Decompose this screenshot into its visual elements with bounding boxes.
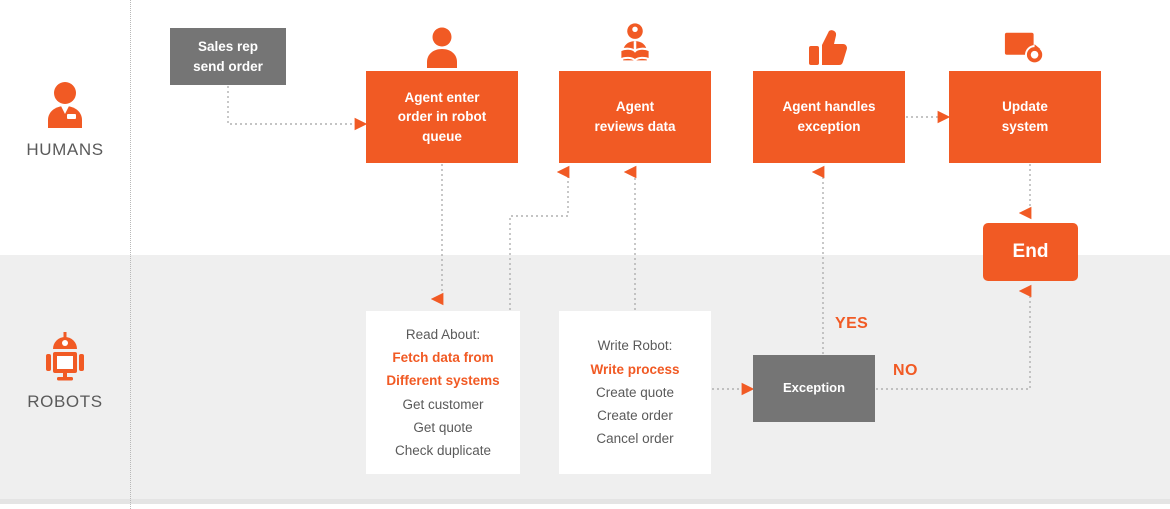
node-agent-enter-line1: Agent enter [404,89,480,105]
list-item: Different systems [386,373,500,389]
screen-refresh-icon [1004,32,1045,65]
lane-header-humans: HUMANS [0,80,130,160]
node-sales-rep-label: Sales rep send order [185,37,271,76]
node-agent-reviews-data[interactable]: Agent reviews data [559,71,711,163]
list-item: Fetch data from [392,350,494,366]
list-item: Get quote [413,419,473,435]
person-icon [48,82,82,128]
card-write-robot[interactable]: Write Robot: Write process Create quote … [559,311,711,474]
node-update-system-label: Update system [994,97,1057,136]
node-agent-enter-order[interactable]: Agent enter order in robot queue [366,71,518,163]
node-agent-reviews-label: Agent reviews data [586,97,683,136]
lane-label-robots: ROBOTS [27,392,103,411]
list-item: Check duplicate [394,442,492,458]
list-item: Cancel order [596,431,674,447]
card-write-robot-heading: Write Robot: [597,338,673,354]
person-reading-icon [619,23,651,62]
node-sales-rep-send-order[interactable]: Sales rep send order [170,28,286,85]
node-end-label: End [1012,241,1049,263]
branch-label-no: NO [893,362,918,379]
card-read-about-heading: Read About: [405,326,481,342]
node-agent-handles-line2: exception [797,119,861,134]
node-exception-decision[interactable]: Exception [753,355,875,422]
node-agent-reviews-line2: reviews data [594,119,676,134]
node-agent-reviews-line1: Agent [615,99,655,115]
node-sales-rep-line1: Sales rep [197,38,259,54]
list-item: Write process [590,361,680,377]
node-agent-enter-line3: queue [422,128,462,144]
list-item: Get customer [402,396,484,412]
node-update-system[interactable]: Update system [949,71,1101,163]
node-exception-label: Exception [782,380,846,396]
node-agent-handles-exception[interactable]: Agent handles exception [753,71,905,163]
lane-header-robots: ROBOTS [0,330,130,412]
branch-label-yes: YES [835,315,869,332]
person-icon [427,27,457,68]
lane-label-humans: HUMANS [26,140,104,159]
node-agent-enter-line2: order in robot [397,109,487,125]
node-update-system-line1: Update [1002,99,1048,115]
node-agent-handles-exception-label: Agent handles exception [774,97,883,136]
list-item: Create order [597,408,673,424]
node-update-system-line2: system [1001,119,1049,134]
node-agent-handles-line1: Agent handles [782,99,876,115]
card-read-about[interactable]: Read About: Fetch data from Different sy… [366,311,520,474]
node-agent-enter-label: Agent enter order in robot queue [390,88,495,147]
lane-divider-vertical [130,0,131,509]
robot-icon [46,332,84,381]
list-item: Create quote [595,384,675,400]
thumbs-up-icon [809,30,847,65]
node-end[interactable]: End [983,223,1078,281]
node-sales-rep-line2: send order [193,58,263,74]
